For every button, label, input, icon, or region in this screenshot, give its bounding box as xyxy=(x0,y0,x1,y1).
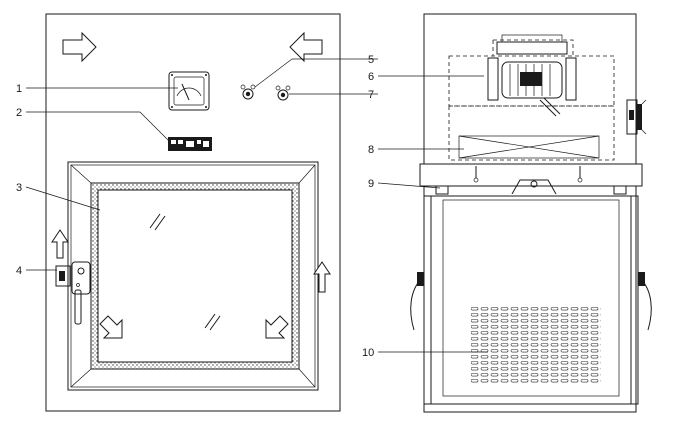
callout-9: 9 xyxy=(368,178,374,190)
airflow-arrow-down-left xyxy=(99,315,123,339)
airflow-arrow-up-left xyxy=(51,229,69,259)
callout-10: 10 xyxy=(362,347,374,359)
filter xyxy=(448,105,615,161)
leader-9 xyxy=(377,182,441,189)
leader-3 xyxy=(25,186,101,211)
callout-7: 7 xyxy=(368,89,374,101)
airflow-arrow-left xyxy=(289,31,323,63)
callout-3: 3 xyxy=(16,182,22,194)
gauge-meter xyxy=(168,71,210,111)
front-view xyxy=(45,13,341,412)
callout-2: 2 xyxy=(16,107,22,119)
vent-grille xyxy=(471,306,601,384)
callout-1: 1 xyxy=(16,83,22,95)
airflow-arrow-down-right xyxy=(265,315,289,339)
switch-right xyxy=(275,85,291,101)
door-latch xyxy=(55,261,91,325)
callout-6: 6 xyxy=(368,71,374,83)
side-bracket xyxy=(626,99,647,135)
glass-window xyxy=(97,189,293,363)
callout-8: 8 xyxy=(368,144,374,156)
airflow-arrow-right xyxy=(62,31,97,63)
callout-labels: 1 2 3 4 5 6 7 8 9 10 xyxy=(16,54,374,359)
control-panel xyxy=(168,137,212,151)
door-assembly xyxy=(67,161,319,391)
airflow-arrow-up-right xyxy=(313,261,331,293)
callout-4: 4 xyxy=(16,265,22,277)
upper-housing xyxy=(423,13,637,165)
side-view xyxy=(410,13,652,413)
hinge-bracket xyxy=(435,166,627,195)
leader-lines xyxy=(25,58,488,353)
fan-motor xyxy=(448,34,615,117)
front-cabinet-outline xyxy=(45,13,341,412)
callout-5: 5 xyxy=(368,54,374,66)
switch-left xyxy=(240,84,256,100)
